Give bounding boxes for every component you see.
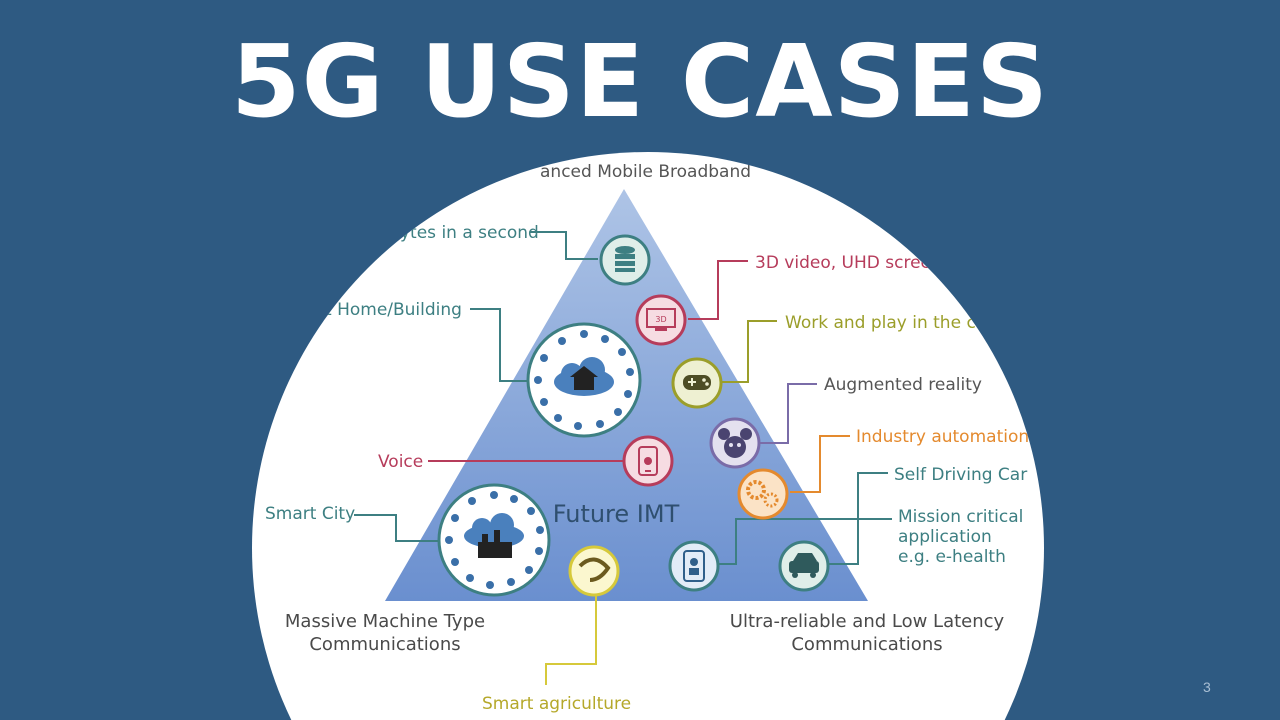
industry-automation-connector (790, 435, 850, 493)
smart-city-connector (354, 514, 438, 542)
smart-home-label: t Home/Building (325, 300, 462, 320)
car-icon (778, 540, 830, 592)
mission-critical-label-line1: Mission critical (898, 507, 1023, 527)
smart-agriculture-icon (568, 545, 620, 597)
slide-title: 5G USE CASES (231, 23, 1049, 140)
slide-number: 3 (1203, 679, 1211, 695)
smartphone-voice-icon (622, 435, 674, 487)
urllc-label-line1: Ultra-reliable and Low Latency (730, 611, 1005, 632)
3d-tv-icon: 3D (635, 294, 687, 346)
mission-critical-label-line3: e.g. e-health (898, 547, 1006, 567)
work-play-label: Work and play in the cl (785, 313, 981, 333)
augmented-reality-connector (760, 383, 817, 444)
gigabytes-label: ytes in a second (400, 223, 539, 243)
smart-agriculture-connector (545, 595, 597, 685)
urllc-label-line2: Communications (791, 634, 942, 655)
smart-home-connector (470, 308, 532, 382)
mission-critical-connector (718, 518, 892, 565)
mmtc-label-line1: Massive Machine Type (285, 611, 485, 632)
gamepad-icon (671, 357, 723, 409)
mmtc-label-line2: Communications (309, 634, 460, 655)
smart-agriculture-label: Smart agriculture (482, 694, 631, 714)
industry-automation-label: Industry automation (856, 427, 1029, 447)
diagram-panel: 3D (252, 152, 1044, 720)
3d-video-connector (688, 260, 748, 320)
future-imt-label: Future IMT (553, 500, 680, 528)
embb-label: anced Mobile Broadband (540, 162, 751, 182)
tablet-health-icon (668, 540, 720, 592)
smart-home-cloud-icon (526, 322, 642, 438)
3d-tv-icon-label: 3D (655, 315, 666, 324)
smart-city-label: Smart City (265, 504, 355, 524)
self-driving-label: Self Driving Car (894, 465, 1027, 485)
gigabytes-connector (530, 231, 598, 260)
gears-icon (737, 468, 789, 520)
work-play-connector (722, 320, 777, 383)
mission-critical-label-line2: application (898, 527, 992, 547)
voice-label: Voice (378, 452, 423, 472)
smart-city-icon (437, 483, 551, 597)
database-icon (599, 234, 651, 286)
augmented-reality-icon (709, 417, 761, 469)
augmented-reality-label: Augmented reality (824, 375, 982, 395)
3d-video-label: 3D video, UHD scree (755, 253, 931, 273)
